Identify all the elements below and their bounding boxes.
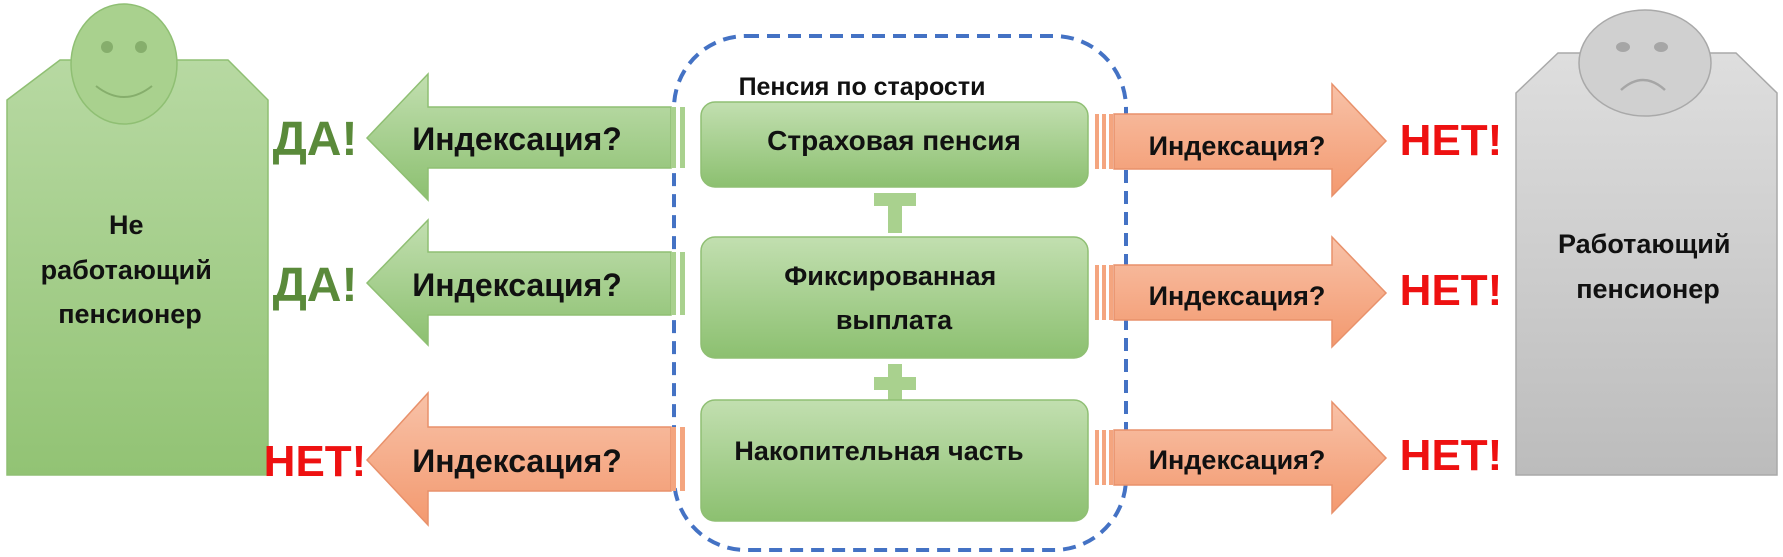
answer-no-right-1: НЕТ! [1400,116,1503,165]
right-person-line-2: пенсионер [1576,274,1720,304]
right-person-line-1: Работающий [1558,229,1730,259]
answer-no-right-3: НЕТ! [1400,431,1503,480]
component-funded-part: Накопительная часть [700,399,1089,522]
left-person-label: Не работающий пенсионер [41,210,220,329]
arrow-label: Индексация? [1149,445,1326,475]
old-age-pension-title: Пенсия по старости [739,73,986,101]
arrow-label: Индексация? [412,121,622,157]
left-person-line-2: работающий [41,255,212,285]
answer-no-right-2: НЕТ! [1400,266,1503,315]
left-arrow-fixed: Индексация? [365,218,685,347]
component-label: Фиксированная выплата [784,261,1004,335]
old-age-pension-frame [672,34,1128,552]
component-label-line-1: Фиксированная [784,261,996,291]
left-arrow-funded: Индексация? [365,391,685,527]
right-arrow-insurance: Индексация? [1095,82,1388,198]
left-person-body [6,59,269,476]
right-person-body [1515,52,1778,476]
answer-yes-2: ДА! [273,259,358,312]
component-insurance-pension: Страховая пенсия [700,101,1089,188]
sad-face-icon [1578,9,1712,117]
plus-icon [874,364,916,403]
plus-icon [874,193,916,233]
component-label: Накопительная часть [734,436,1023,466]
right-person-label: Работающий пенсионер [1558,229,1738,304]
component-label-line-2: выплата [836,305,953,335]
answer-yes-1: ДА! [273,113,358,166]
arrow-label: Индексация? [412,267,622,303]
arrow-label: Индексация? [1149,131,1326,161]
component-fixed-payment: Фиксированная выплата [700,236,1089,359]
left-person-line-3: пенсионер [58,299,202,329]
smiling-face-icon [70,3,178,125]
arrow-label: Индексация? [1149,281,1326,311]
non-working-pensioner: Не работающий пенсионер [6,3,269,476]
right-arrow-funded: Индексация? [1095,400,1388,515]
component-label: Страховая пенсия [767,125,1021,156]
arrow-label: Индексация? [412,443,622,479]
left-arrow-insurance: Индексация? [365,72,685,202]
working-pensioner: Работающий пенсионер [1515,9,1778,476]
answer-no-left: НЕТ! [264,437,367,486]
right-arrow-fixed: Индексация? [1095,235,1388,349]
left-person-line-1: Не [109,210,144,240]
